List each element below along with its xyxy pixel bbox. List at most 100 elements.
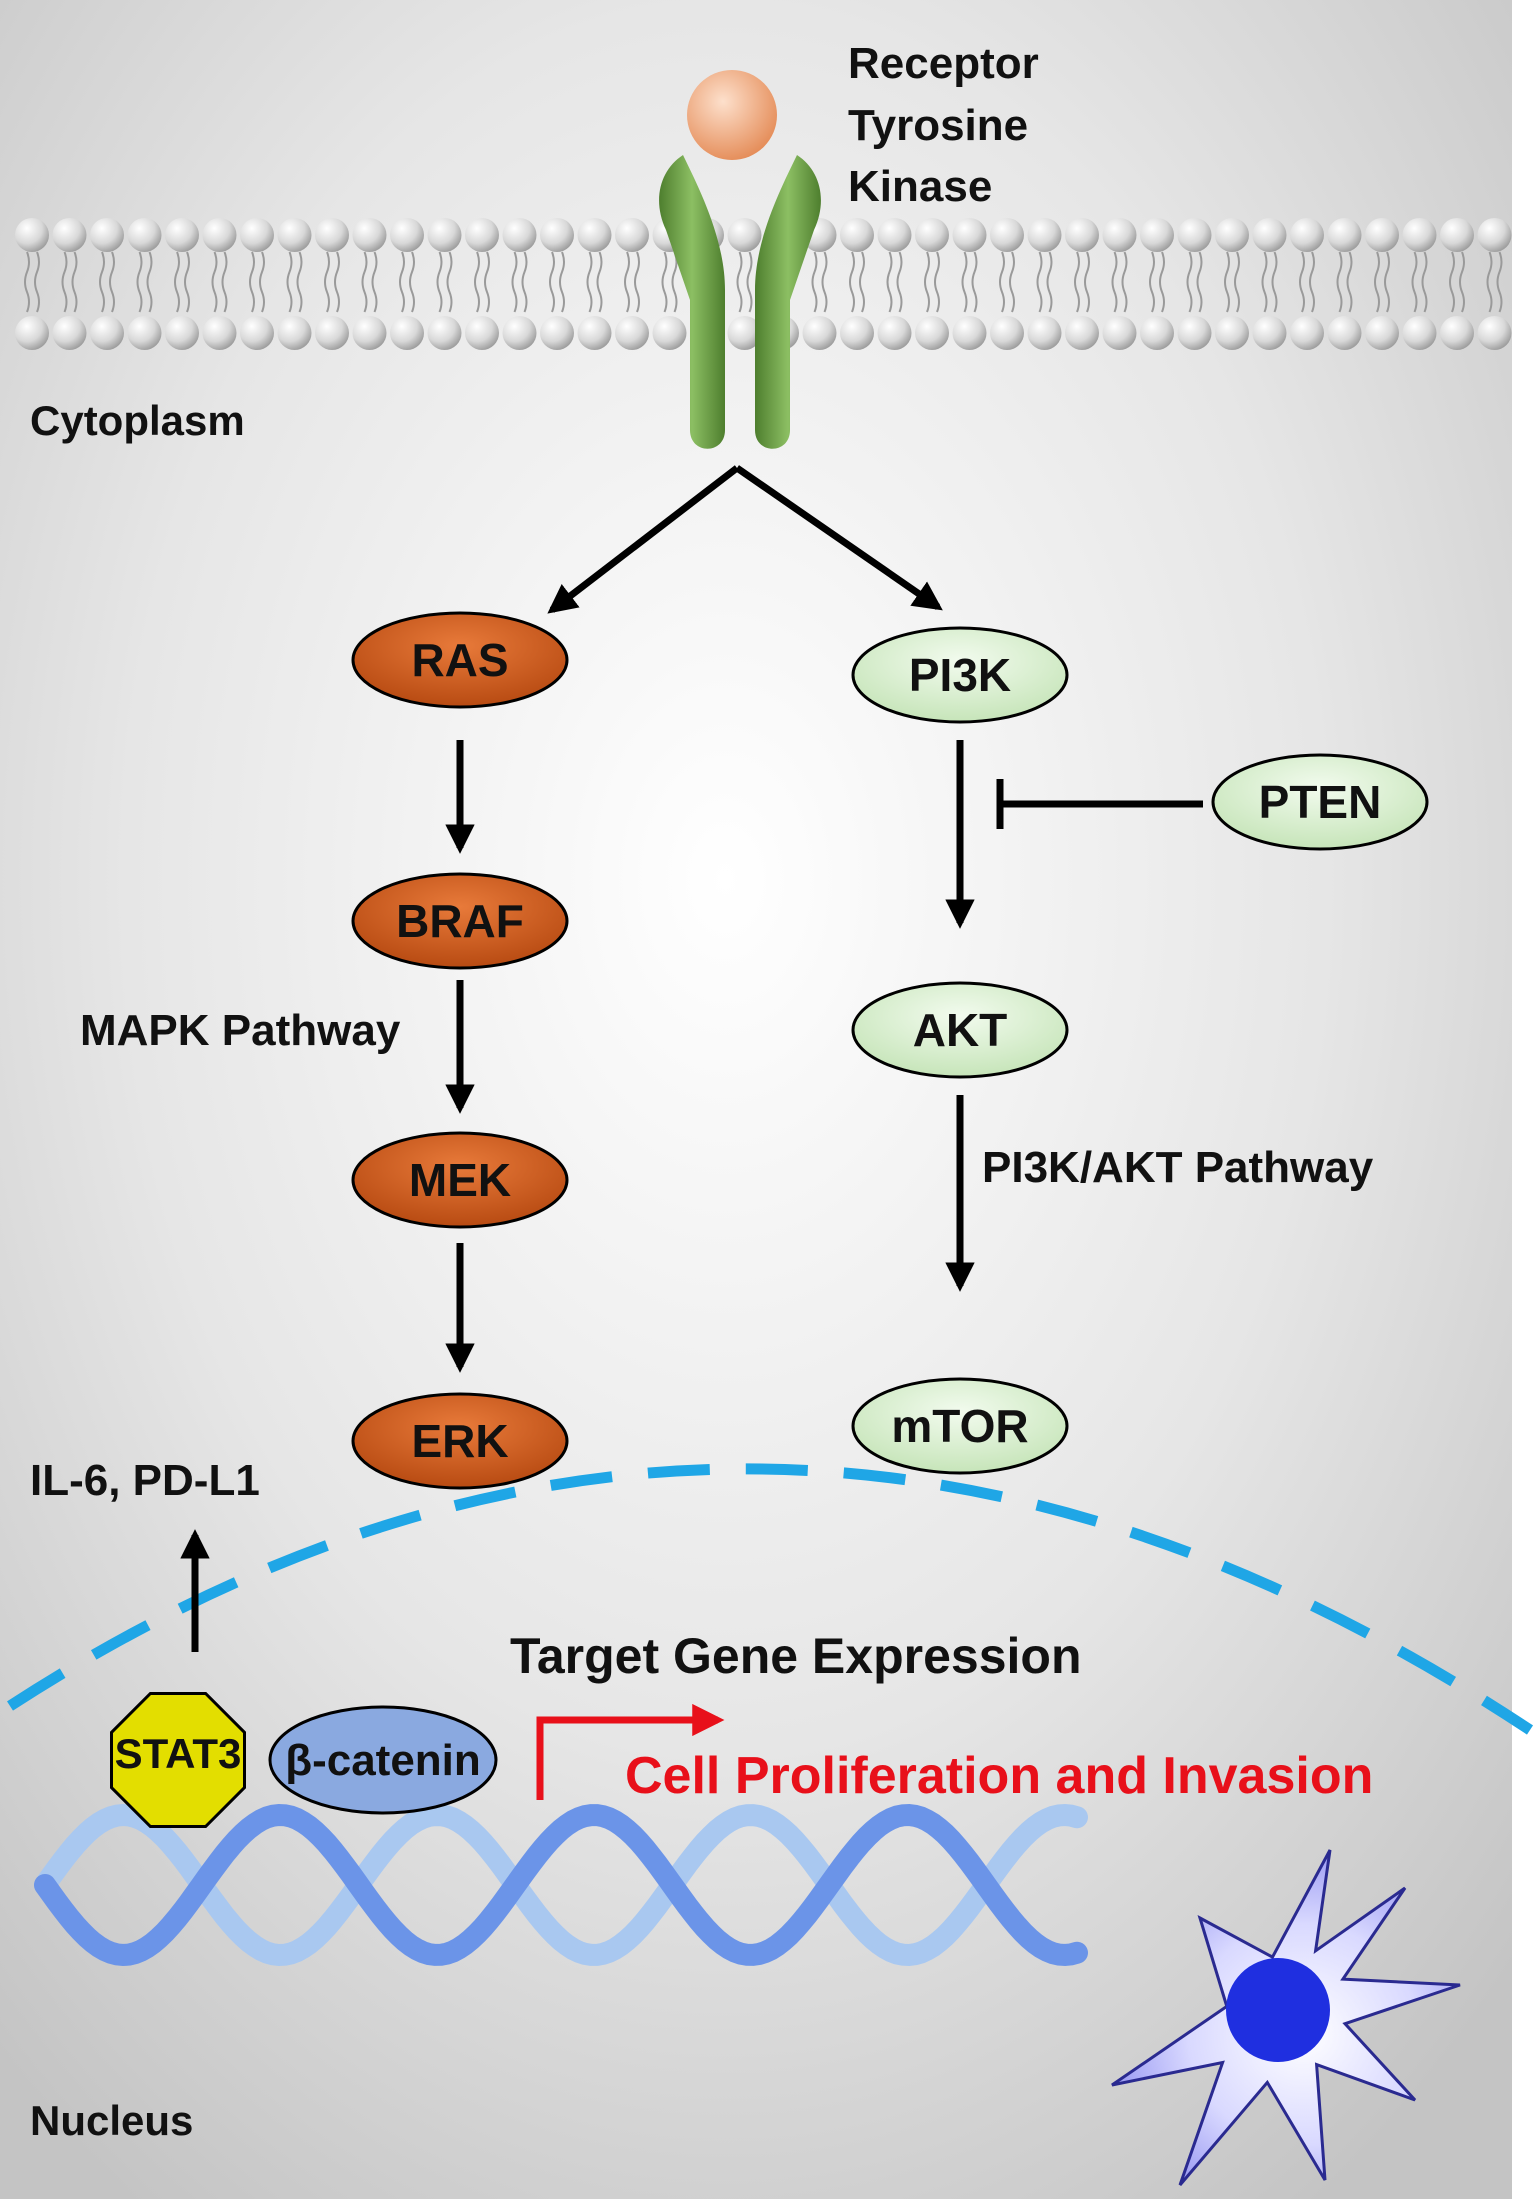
lipid-head xyxy=(1365,218,1399,252)
node-mek: MEK xyxy=(351,1131,569,1229)
node-mtor: mTOR xyxy=(851,1377,1069,1475)
node-stat3: STAT3 xyxy=(110,1692,246,1828)
lipid-head xyxy=(502,316,537,350)
lipid-head xyxy=(1215,316,1249,350)
lipid-head xyxy=(1140,218,1174,252)
target-gene-expression-label: Target Gene Expression xyxy=(510,1628,1081,1684)
lipid-head xyxy=(1252,316,1287,350)
mtor-label: mTOR xyxy=(891,1400,1028,1452)
pi3k-arrows xyxy=(945,740,1203,1292)
lipid-head xyxy=(90,316,124,350)
lipid-head xyxy=(427,316,462,350)
lipid-head xyxy=(90,218,124,252)
receptor-branch-arrows xyxy=(547,465,943,614)
lipid-head xyxy=(840,218,874,252)
cell-membrane xyxy=(15,218,1512,350)
erk-label: ERK xyxy=(411,1415,508,1467)
node-braf: BRAF xyxy=(351,872,569,970)
transcription-arrow xyxy=(536,1703,725,1800)
dna-strand-light xyxy=(34,1803,1088,1967)
lipid-head xyxy=(465,316,499,350)
node-akt: AKT xyxy=(851,981,1069,1079)
lipid-head xyxy=(1440,316,1474,350)
lipid-head xyxy=(15,218,49,252)
lipid-head xyxy=(277,218,312,252)
lipid-head xyxy=(990,218,1024,252)
lipid-head xyxy=(615,218,649,252)
lipid-head xyxy=(465,218,499,252)
receptor-label-line1: Receptor xyxy=(848,39,1039,88)
cell-nucleus-icon xyxy=(1226,1958,1330,2062)
lipid-head xyxy=(165,218,199,252)
lipid-head xyxy=(1102,218,1137,252)
lipid-head xyxy=(615,316,649,350)
lipid-head xyxy=(915,218,949,252)
lipid-head xyxy=(802,316,837,350)
node-pi3k: PI3K xyxy=(851,626,1069,724)
lipid-head xyxy=(1140,316,1174,350)
stat3-label: STAT3 xyxy=(115,1730,242,1777)
lipid-head xyxy=(915,316,949,350)
mapk-pathway-label: MAPK Pathway xyxy=(80,1006,401,1055)
lipid-head xyxy=(727,316,762,350)
beta-catenin-label: β-catenin xyxy=(285,1736,481,1785)
lipid-head xyxy=(1027,316,1062,350)
lipid-head xyxy=(1477,316,1512,350)
lipid-head xyxy=(952,218,987,252)
ras-label: RAS xyxy=(411,634,508,686)
akt-label: AKT xyxy=(913,1004,1008,1056)
nucleus-label: Nucleus xyxy=(30,2097,193,2144)
lipid-head xyxy=(877,218,912,252)
lipid-head xyxy=(240,316,274,350)
lipid-head xyxy=(165,316,199,350)
proliferating-cell-icon xyxy=(1111,1849,1461,2186)
lipid-head xyxy=(1290,218,1324,252)
lipid-head xyxy=(577,316,612,350)
lipid-head xyxy=(277,316,312,350)
lipid-head xyxy=(1402,218,1437,252)
receptor-label-line2: Tyrosine xyxy=(848,101,1028,150)
node-erk: ERK xyxy=(351,1392,569,1490)
cell-proliferation-label: Cell Proliferation and Invasion xyxy=(625,1747,1373,1805)
receptor-tyrosine-kinase xyxy=(659,70,821,449)
lipid-head xyxy=(502,218,537,252)
nuclear-membrane xyxy=(7,1463,1534,1735)
lipid-head xyxy=(952,316,987,350)
lipid-head xyxy=(1102,316,1137,350)
lipid-head xyxy=(352,218,387,252)
node-beta-catenin: β-catenin xyxy=(268,1705,498,1815)
pten-label: PTEN xyxy=(1259,776,1382,828)
node-ras: RAS xyxy=(351,611,569,709)
ligand-icon xyxy=(687,70,777,160)
lipid-head xyxy=(202,218,237,252)
lipid-head xyxy=(315,218,349,252)
lipid-head xyxy=(1065,218,1099,252)
lipid-head xyxy=(1327,218,1362,252)
lipid-head xyxy=(1027,218,1062,252)
lipid-head xyxy=(990,316,1024,350)
receptor-label-line3: Kinase xyxy=(848,162,992,211)
lipid-head xyxy=(540,218,574,252)
lipid-head xyxy=(15,316,49,350)
lipid-head xyxy=(840,316,874,350)
lipid-head xyxy=(540,316,574,350)
braf-label: BRAF xyxy=(396,895,524,947)
lipid-head xyxy=(1290,316,1324,350)
dna-helix xyxy=(34,1803,1088,1967)
il6-pdl1-label: IL-6, PD-L1 xyxy=(30,1456,260,1505)
lipid-head xyxy=(727,218,762,252)
lipid-head xyxy=(390,218,424,252)
lipid-head xyxy=(52,218,87,252)
lipid-head xyxy=(52,316,87,350)
lipid-head xyxy=(577,218,612,252)
pi3k-label: PI3K xyxy=(909,649,1011,701)
lipid-head xyxy=(1177,316,1212,350)
lipid-head xyxy=(1477,218,1512,252)
lipid-head xyxy=(202,316,237,350)
arrow-to-pi3k xyxy=(735,465,943,611)
dna-strand-dark xyxy=(34,1803,1088,1967)
lipid-head xyxy=(390,316,424,350)
lipid-head xyxy=(652,316,687,350)
